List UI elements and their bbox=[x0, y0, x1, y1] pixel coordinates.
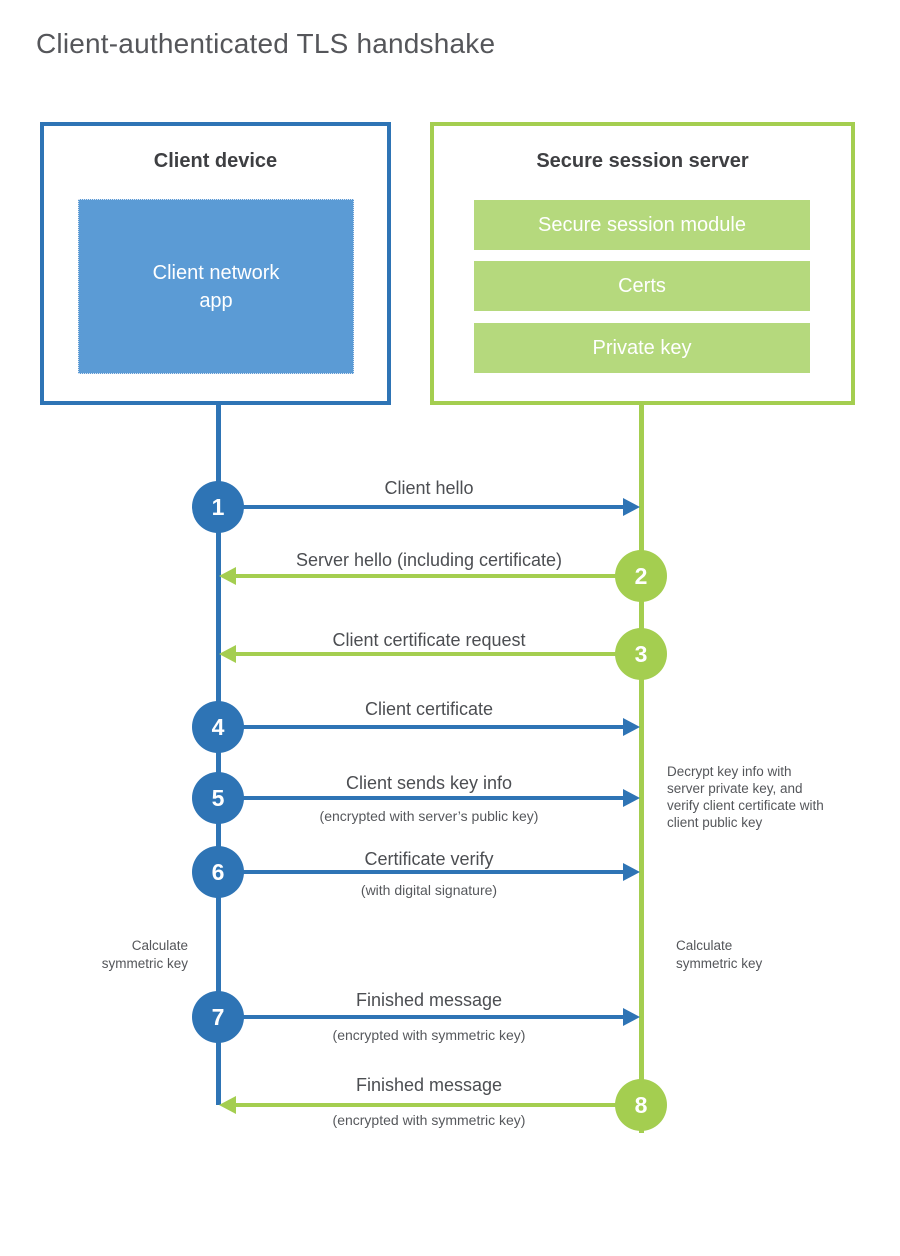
client-calculate-symmetric-key-note: Calculate symmetric key bbox=[101, 938, 188, 971]
server-module-secure-session: Secure session module bbox=[474, 200, 810, 250]
step-6-label: Certificate verify bbox=[364, 849, 494, 869]
step-8-arrowhead-icon bbox=[219, 1096, 236, 1114]
step-2-label: Server hello (including certificate) bbox=[295, 550, 563, 570]
client-device-title: Client device bbox=[153, 150, 278, 172]
step-7-number-badge: 7 bbox=[192, 991, 244, 1043]
step-2-arrow-line bbox=[234, 574, 641, 578]
step-5-arrowhead-icon bbox=[623, 789, 640, 807]
step-7-arrow-line bbox=[218, 1015, 624, 1019]
step-2-arrowhead-icon bbox=[219, 567, 236, 585]
step-6-arrow-line bbox=[218, 870, 624, 874]
step-3-arrowhead-icon bbox=[219, 645, 236, 663]
step-3-arrow-line bbox=[234, 652, 641, 656]
server-module-private-key: Private key bbox=[474, 323, 810, 373]
step-4-label: Client certificate bbox=[364, 699, 494, 719]
page-title: Client-authenticated TLS handshake bbox=[36, 28, 496, 59]
step-7-arrowhead-icon bbox=[623, 1008, 640, 1026]
step-6-sublabel: (with digital signature) bbox=[360, 882, 498, 898]
step-4-arrow-line bbox=[218, 725, 624, 729]
step-5-arrow-line bbox=[218, 796, 624, 800]
step-8-arrow-line bbox=[234, 1103, 641, 1107]
step-2-number-badge: 2 bbox=[615, 550, 667, 602]
step-3-label: Client certificate request bbox=[332, 630, 526, 650]
step-7-label: Finished message bbox=[355, 990, 503, 1010]
step-8-number-badge: 8 bbox=[615, 1079, 667, 1131]
step-1-arrowhead-icon bbox=[623, 498, 640, 516]
client-network-app-label: Client network app bbox=[152, 261, 280, 312]
server-module-certs: Certs bbox=[474, 261, 810, 311]
step-5-label: Client sends key info bbox=[345, 773, 513, 793]
server-lifeline bbox=[639, 405, 644, 1133]
client-network-app-box: Client network app bbox=[78, 199, 354, 374]
step-7-sublabel: (encrypted with symmetric key) bbox=[332, 1027, 526, 1043]
step-6-number-badge: 6 bbox=[192, 846, 244, 898]
step-4-arrowhead-icon bbox=[623, 718, 640, 736]
step-8-label: Finished message bbox=[355, 1075, 503, 1095]
step-1-label: Client hello bbox=[384, 478, 474, 498]
step-6-arrowhead-icon bbox=[623, 863, 640, 881]
step-3-number-badge: 3 bbox=[615, 628, 667, 680]
server-decrypt-note: Decrypt key info with server private key… bbox=[667, 764, 824, 830]
server-calculate-symmetric-key-note: Calculate symmetric key bbox=[676, 938, 763, 971]
step-5-number-badge: 5 bbox=[192, 772, 244, 824]
step-8-sublabel: (encrypted with symmetric key) bbox=[332, 1112, 526, 1128]
secure-session-server-title: Secure session server bbox=[536, 150, 749, 172]
step-1-arrow-line bbox=[218, 505, 624, 509]
client-lifeline bbox=[216, 405, 221, 1105]
step-4-number-badge: 4 bbox=[192, 701, 244, 753]
step-5-sublabel: (encrypted with server’s public key) bbox=[319, 808, 539, 824]
step-1-number-badge: 1 bbox=[192, 481, 244, 533]
